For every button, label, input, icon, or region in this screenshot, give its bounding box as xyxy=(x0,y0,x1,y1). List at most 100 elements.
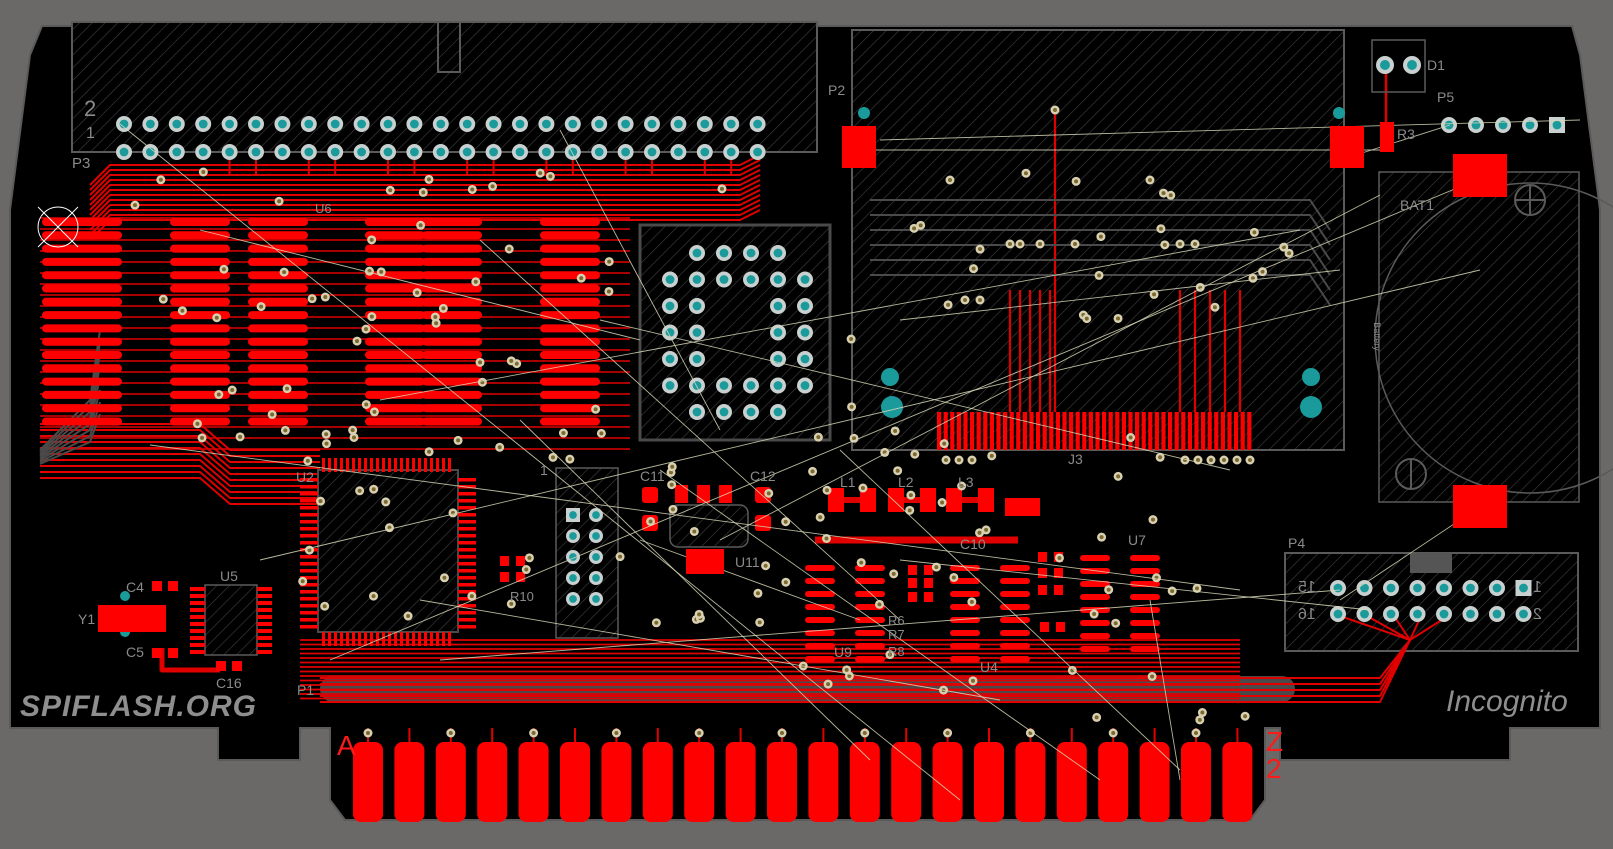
smd-pad[interactable] xyxy=(300,492,318,496)
smd-pad[interactable] xyxy=(805,591,835,597)
smd-pad[interactable] xyxy=(365,271,425,280)
edge-finger[interactable] xyxy=(725,742,756,822)
smd-pad[interactable] xyxy=(358,458,361,472)
smd-pad[interactable] xyxy=(376,458,379,472)
smd-pad[interactable] xyxy=(300,618,318,622)
smd-pad[interactable] xyxy=(168,581,178,591)
smd-pad[interactable] xyxy=(418,458,421,472)
smd-pad[interactable] xyxy=(370,458,373,472)
smd-pad[interactable] xyxy=(257,608,272,612)
smd-pad[interactable] xyxy=(1038,568,1047,578)
smd-pad[interactable] xyxy=(422,364,482,373)
smd-pad[interactable] xyxy=(448,632,451,646)
smd-pad[interactable] xyxy=(365,324,425,333)
smd-pad[interactable] xyxy=(1130,646,1160,652)
smd-pad[interactable] xyxy=(300,625,318,629)
u11-tab-pad[interactable] xyxy=(686,549,724,574)
smd-pad[interactable] xyxy=(257,601,272,605)
smd-pad[interactable] xyxy=(1130,555,1160,561)
smd-pad[interactable] xyxy=(370,632,373,646)
smd-pad[interactable] xyxy=(675,485,688,503)
smd-pad[interactable] xyxy=(855,643,885,649)
smd-pad[interactable] xyxy=(340,632,343,646)
smd-pad[interactable] xyxy=(1214,412,1219,450)
smd-pad[interactable] xyxy=(805,643,835,649)
smd-pad[interactable] xyxy=(1022,412,1027,450)
smd-pad[interactable] xyxy=(1128,412,1133,450)
smd-pad[interactable] xyxy=(950,656,980,662)
smd-pad[interactable] xyxy=(334,632,337,646)
smd-pad[interactable] xyxy=(406,458,409,472)
smd-pad[interactable] xyxy=(365,364,425,373)
smd-pad[interactable] xyxy=(1194,412,1199,450)
smd-pad[interactable] xyxy=(458,499,476,503)
smd-pad[interactable] xyxy=(300,506,318,510)
smd-pad[interactable] xyxy=(300,485,318,489)
smd-pad[interactable] xyxy=(170,337,230,346)
smd-pad[interactable] xyxy=(170,404,230,413)
smd-pad[interactable] xyxy=(540,218,600,226)
smd-pad[interactable] xyxy=(458,604,476,608)
smd-pad[interactable] xyxy=(42,324,122,333)
smd-pad[interactable] xyxy=(190,594,205,598)
smd-pad[interactable] xyxy=(365,297,425,306)
smd-pad[interactable] xyxy=(540,377,600,386)
smd-pad[interactable] xyxy=(365,417,425,426)
smd-pad[interactable] xyxy=(1009,412,1014,450)
smd-pad[interactable] xyxy=(257,594,272,598)
smd-pad[interactable] xyxy=(170,218,230,226)
smd-pad[interactable] xyxy=(805,656,835,662)
smd-pad[interactable] xyxy=(300,583,318,587)
smd-pad[interactable] xyxy=(42,417,122,426)
smd-pad[interactable] xyxy=(365,257,425,266)
smd-pad[interactable] xyxy=(458,583,476,587)
smd-pad[interactable] xyxy=(1181,412,1186,450)
smd-pad[interactable] xyxy=(963,412,968,450)
smd-pad[interactable] xyxy=(300,499,318,503)
bat1-pad-bottom[interactable] xyxy=(1453,485,1507,528)
edge-finger[interactable] xyxy=(1181,742,1211,822)
smd-pad[interactable] xyxy=(1102,412,1107,450)
smd-pad[interactable] xyxy=(170,284,230,293)
smd-pad[interactable] xyxy=(422,244,482,253)
smd-pad[interactable] xyxy=(458,541,476,545)
smd-pad[interactable] xyxy=(422,257,482,266)
smd-pad[interactable] xyxy=(1115,412,1120,450)
smd-pad[interactable] xyxy=(458,569,476,573)
smd-pad[interactable] xyxy=(300,576,318,580)
smd-pad[interactable] xyxy=(300,590,318,594)
smd-pad[interactable] xyxy=(540,404,600,413)
smd-pad[interactable] xyxy=(540,337,600,346)
smd-pad[interactable] xyxy=(956,412,961,450)
smd-pad[interactable] xyxy=(1056,622,1065,632)
smd-pad[interactable] xyxy=(190,615,205,619)
edge-finger[interactable] xyxy=(684,742,715,822)
smd-pad[interactable] xyxy=(400,632,403,646)
smd-pad[interactable] xyxy=(1174,412,1179,450)
smd-pad[interactable] xyxy=(1080,646,1110,652)
p2-pad-right[interactable] xyxy=(1330,126,1364,168)
smd-pad[interactable] xyxy=(1016,412,1021,450)
edge-finger[interactable] xyxy=(808,742,839,822)
smd-pad[interactable] xyxy=(540,271,600,280)
smd-pad[interactable] xyxy=(42,231,122,240)
smd-pad[interactable] xyxy=(1000,578,1030,584)
smd-pad[interactable] xyxy=(232,661,242,671)
smd-pad[interactable] xyxy=(257,622,272,626)
smd-pad[interactable] xyxy=(1042,412,1047,450)
smd-pad[interactable] xyxy=(1038,552,1047,562)
edge-finger[interactable] xyxy=(601,742,632,822)
smd-pad[interactable] xyxy=(458,527,476,531)
smd-pad[interactable] xyxy=(950,591,980,597)
smd-pad[interactable] xyxy=(190,650,205,654)
smd-pad[interactable] xyxy=(828,488,844,512)
smd-pad[interactable] xyxy=(300,597,318,601)
smd-pad[interactable] xyxy=(42,364,122,373)
smd-pad[interactable] xyxy=(1168,412,1173,450)
smd-pad[interactable] xyxy=(257,629,272,633)
smd-pad[interactable] xyxy=(1130,568,1160,574)
smd-pad[interactable] xyxy=(364,632,367,646)
smd-pad[interactable] xyxy=(394,458,397,472)
smd-pad[interactable] xyxy=(1234,412,1239,450)
